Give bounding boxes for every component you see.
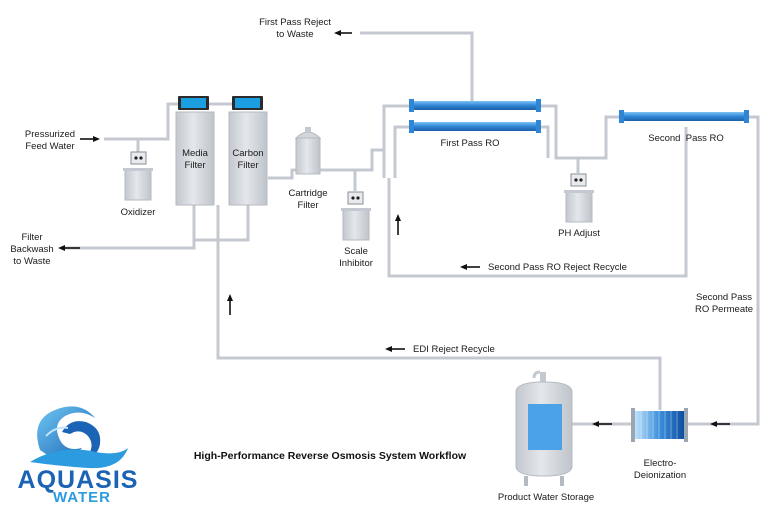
label-first-pass-reject-2: to Waste xyxy=(276,29,313,40)
label-first-pass-ro: First Pass RO xyxy=(440,138,499,149)
label-edi-2: Deionization xyxy=(634,470,686,481)
arrow-recycle-up-right xyxy=(395,214,401,235)
arrow-permeate xyxy=(710,421,730,427)
label-first-pass-reject-1: First Pass Reject xyxy=(259,17,331,28)
arrow-first-pass-reject xyxy=(334,30,352,36)
logo-line2: WATER xyxy=(53,489,111,506)
aquasis-logo: AQUASIS WATER xyxy=(18,406,139,506)
label-media-1: Media xyxy=(182,148,209,159)
label-carbon-2: Filter xyxy=(237,160,258,171)
label-scale-2: Inhibitor xyxy=(339,258,373,269)
label-scale-1: Scale xyxy=(344,246,368,257)
labels: First Pass Reject to Waste Pressurized F… xyxy=(10,17,753,503)
flow-arrows xyxy=(58,30,730,427)
label-product-storage: Product Water Storage xyxy=(498,492,594,503)
pipe-carbon-out xyxy=(268,148,384,180)
label-ph-adjust: PH Adjust xyxy=(558,228,600,239)
arrow-edi-reject xyxy=(385,346,405,352)
label-second-pass-ro: Second Pass RO xyxy=(648,133,724,144)
diagram-title: High-Performance Reverse Osmosis System … xyxy=(194,450,467,462)
label-carbon-1: Carbon xyxy=(232,148,263,159)
pipe-ro1-to-ro2 xyxy=(538,104,622,160)
arrow-recycle-up-left xyxy=(227,294,233,315)
label-pressurized-1: Pressurized xyxy=(25,129,75,140)
label-pressurized-2: Feed Water xyxy=(25,141,74,152)
arrow-backwash xyxy=(58,245,80,251)
label-backwash-2: Backwash xyxy=(10,244,53,255)
arrow-feed-in xyxy=(80,136,100,142)
label-media-2: Filter xyxy=(184,160,205,171)
pipe-second-pass-recycle xyxy=(387,127,688,278)
label-cartridge-2: Filter xyxy=(297,200,318,211)
label-second-pass-recycle: Second Pass RO Reject Recycle xyxy=(488,262,627,273)
product-water-storage-tank xyxy=(515,370,573,486)
media-filter xyxy=(175,96,215,206)
first-pass-ro-membranes xyxy=(409,99,541,133)
pipe-edi-reject-recycle xyxy=(216,205,662,410)
label-second-pass-permeate-1: Second Pass xyxy=(696,292,752,303)
wave-icon xyxy=(30,406,128,469)
logo-line1: AQUASIS xyxy=(18,466,139,494)
ph-adjust-dosing-tank xyxy=(564,173,594,223)
label-oxidizer: Oxidizer xyxy=(121,207,156,218)
electrodeionization-unit xyxy=(631,408,688,442)
carbon-filter xyxy=(228,96,268,206)
oxidizer-dosing-tank xyxy=(123,151,153,201)
pipe-ro1-lower xyxy=(538,125,550,158)
pipe-second-pass-permeate xyxy=(688,115,760,426)
second-pass-ro-membrane xyxy=(619,110,749,123)
label-cartridge-1: Cartridge xyxy=(288,188,327,199)
pipe-backwash xyxy=(62,205,196,250)
pipe-backwash-2 xyxy=(194,205,250,242)
pipe-to-first-ro xyxy=(382,104,412,178)
label-edi-1: Electro- xyxy=(644,458,677,469)
label-backwash-3: to Waste xyxy=(13,256,50,267)
cartridge-filter xyxy=(294,127,322,175)
arrow-edi-to-storage xyxy=(592,421,612,427)
scale-inhibitor-dosing-tank xyxy=(341,191,371,241)
label-second-pass-permeate-2: RO Permeate xyxy=(695,304,753,315)
pipe-first-pass-reject xyxy=(360,31,474,103)
arrow-second-pass-recycle xyxy=(460,264,480,270)
pipes xyxy=(62,31,760,426)
pipe-ro-branch xyxy=(393,125,412,178)
label-edi-reject-recycle: EDI Reject Recycle xyxy=(413,344,495,355)
label-backwash-1: Filter xyxy=(21,232,42,243)
